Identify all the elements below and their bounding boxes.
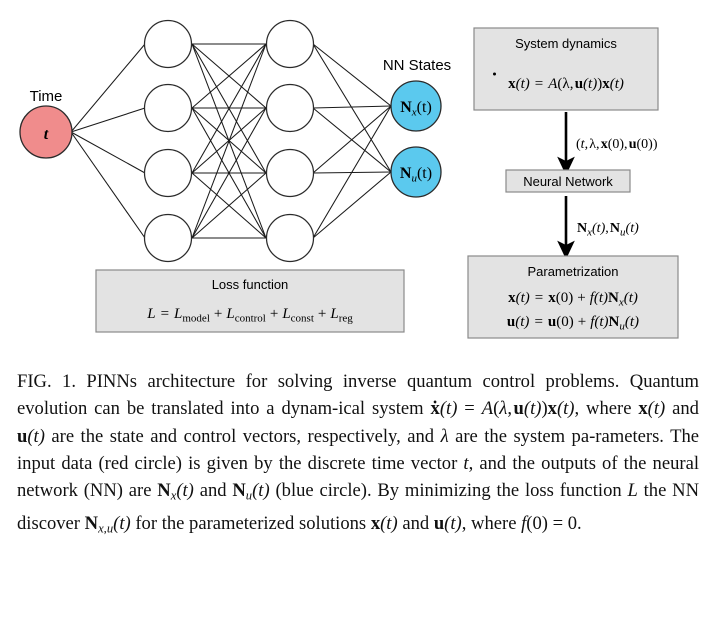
parametrization-equation-x: x(t)=x(0)+f(t)Nx(t)	[508, 290, 638, 309]
loss-function-equation: L=Lmodel+Lcontrol+Lconst+Lreg	[146, 306, 353, 325]
parametrization-title: Parametrization	[527, 264, 618, 279]
output-node-nu-symbol: Nu(t)	[400, 165, 432, 185]
input-node-symbol: t	[44, 126, 49, 143]
output-group-label: NN States	[383, 57, 451, 74]
architecture-diagram: t Time NN States Nx(t) Nu(t)	[19, 19, 679, 339]
svg-text:x(t)=A(λ, u(t))x(t): x(t)=A(λ, u(t))x(t)	[508, 76, 624, 92]
arrow-system-to-network: (t, λ, x(0), u(0))	[557, 112, 658, 176]
input-label-time: Time	[30, 88, 63, 105]
output-node-nx: Nx(t)	[390, 80, 442, 132]
hidden-node	[265, 148, 315, 198]
loss-function-title: Loss function	[212, 277, 289, 292]
hidden-layer-1	[143, 19, 193, 263]
hidden-node	[143, 83, 193, 133]
hidden-node	[265, 19, 315, 69]
edges-input-to-hidden1	[70, 43, 146, 239]
arrow-label-inputs: (t, λ, x(0), u(0))	[576, 137, 658, 152]
output-node-nu: Nu(t)	[390, 146, 442, 198]
parametrization-box: Parametrization x(t)=x(0)+f(t)Nx(t) u(t)…	[467, 255, 679, 339]
system-dynamics-equation: x(t)=A(λ, u(t))x(t)	[493, 72, 624, 92]
hidden-node	[143, 148, 193, 198]
edges-hidden1-to-hidden2	[191, 43, 267, 239]
caption-label: FIG. 1.	[17, 371, 76, 392]
system-dynamics-box: System dynamics x(t)=A(λ, u(t))x(t)	[473, 27, 659, 111]
hidden-layer-2	[265, 19, 315, 263]
input-node-time: t	[19, 105, 73, 159]
hidden-node	[265, 83, 315, 133]
neural-network-box: Neural Network	[505, 169, 631, 193]
hidden-node	[265, 213, 315, 263]
arrow-label-outputs: Nx(t), Nu(t)	[577, 221, 639, 239]
hidden-node	[143, 213, 193, 263]
figure-graphic: t Time NN States Nx(t) Nu(t)	[19, 19, 679, 339]
edges-hidden2-to-output	[312, 43, 392, 239]
parametrization-equation-u: u(t)=u(0)+f(t)Nu(t)	[507, 314, 639, 333]
hidden-node	[143, 19, 193, 69]
neural-network-title: Neural Network	[523, 174, 613, 189]
arrow-network-to-parametrization: Nx(t), Nu(t)	[557, 196, 639, 260]
loss-function-box: Loss function L=Lmodel+Lcontrol+Lconst+L…	[95, 269, 405, 333]
figure-caption: FIG. 1. PINNs architecture for solving i…	[17, 371, 700, 536]
system-dynamics-title: System dynamics	[515, 36, 617, 51]
output-node-nx-symbol: Nx(t)	[400, 99, 432, 119]
